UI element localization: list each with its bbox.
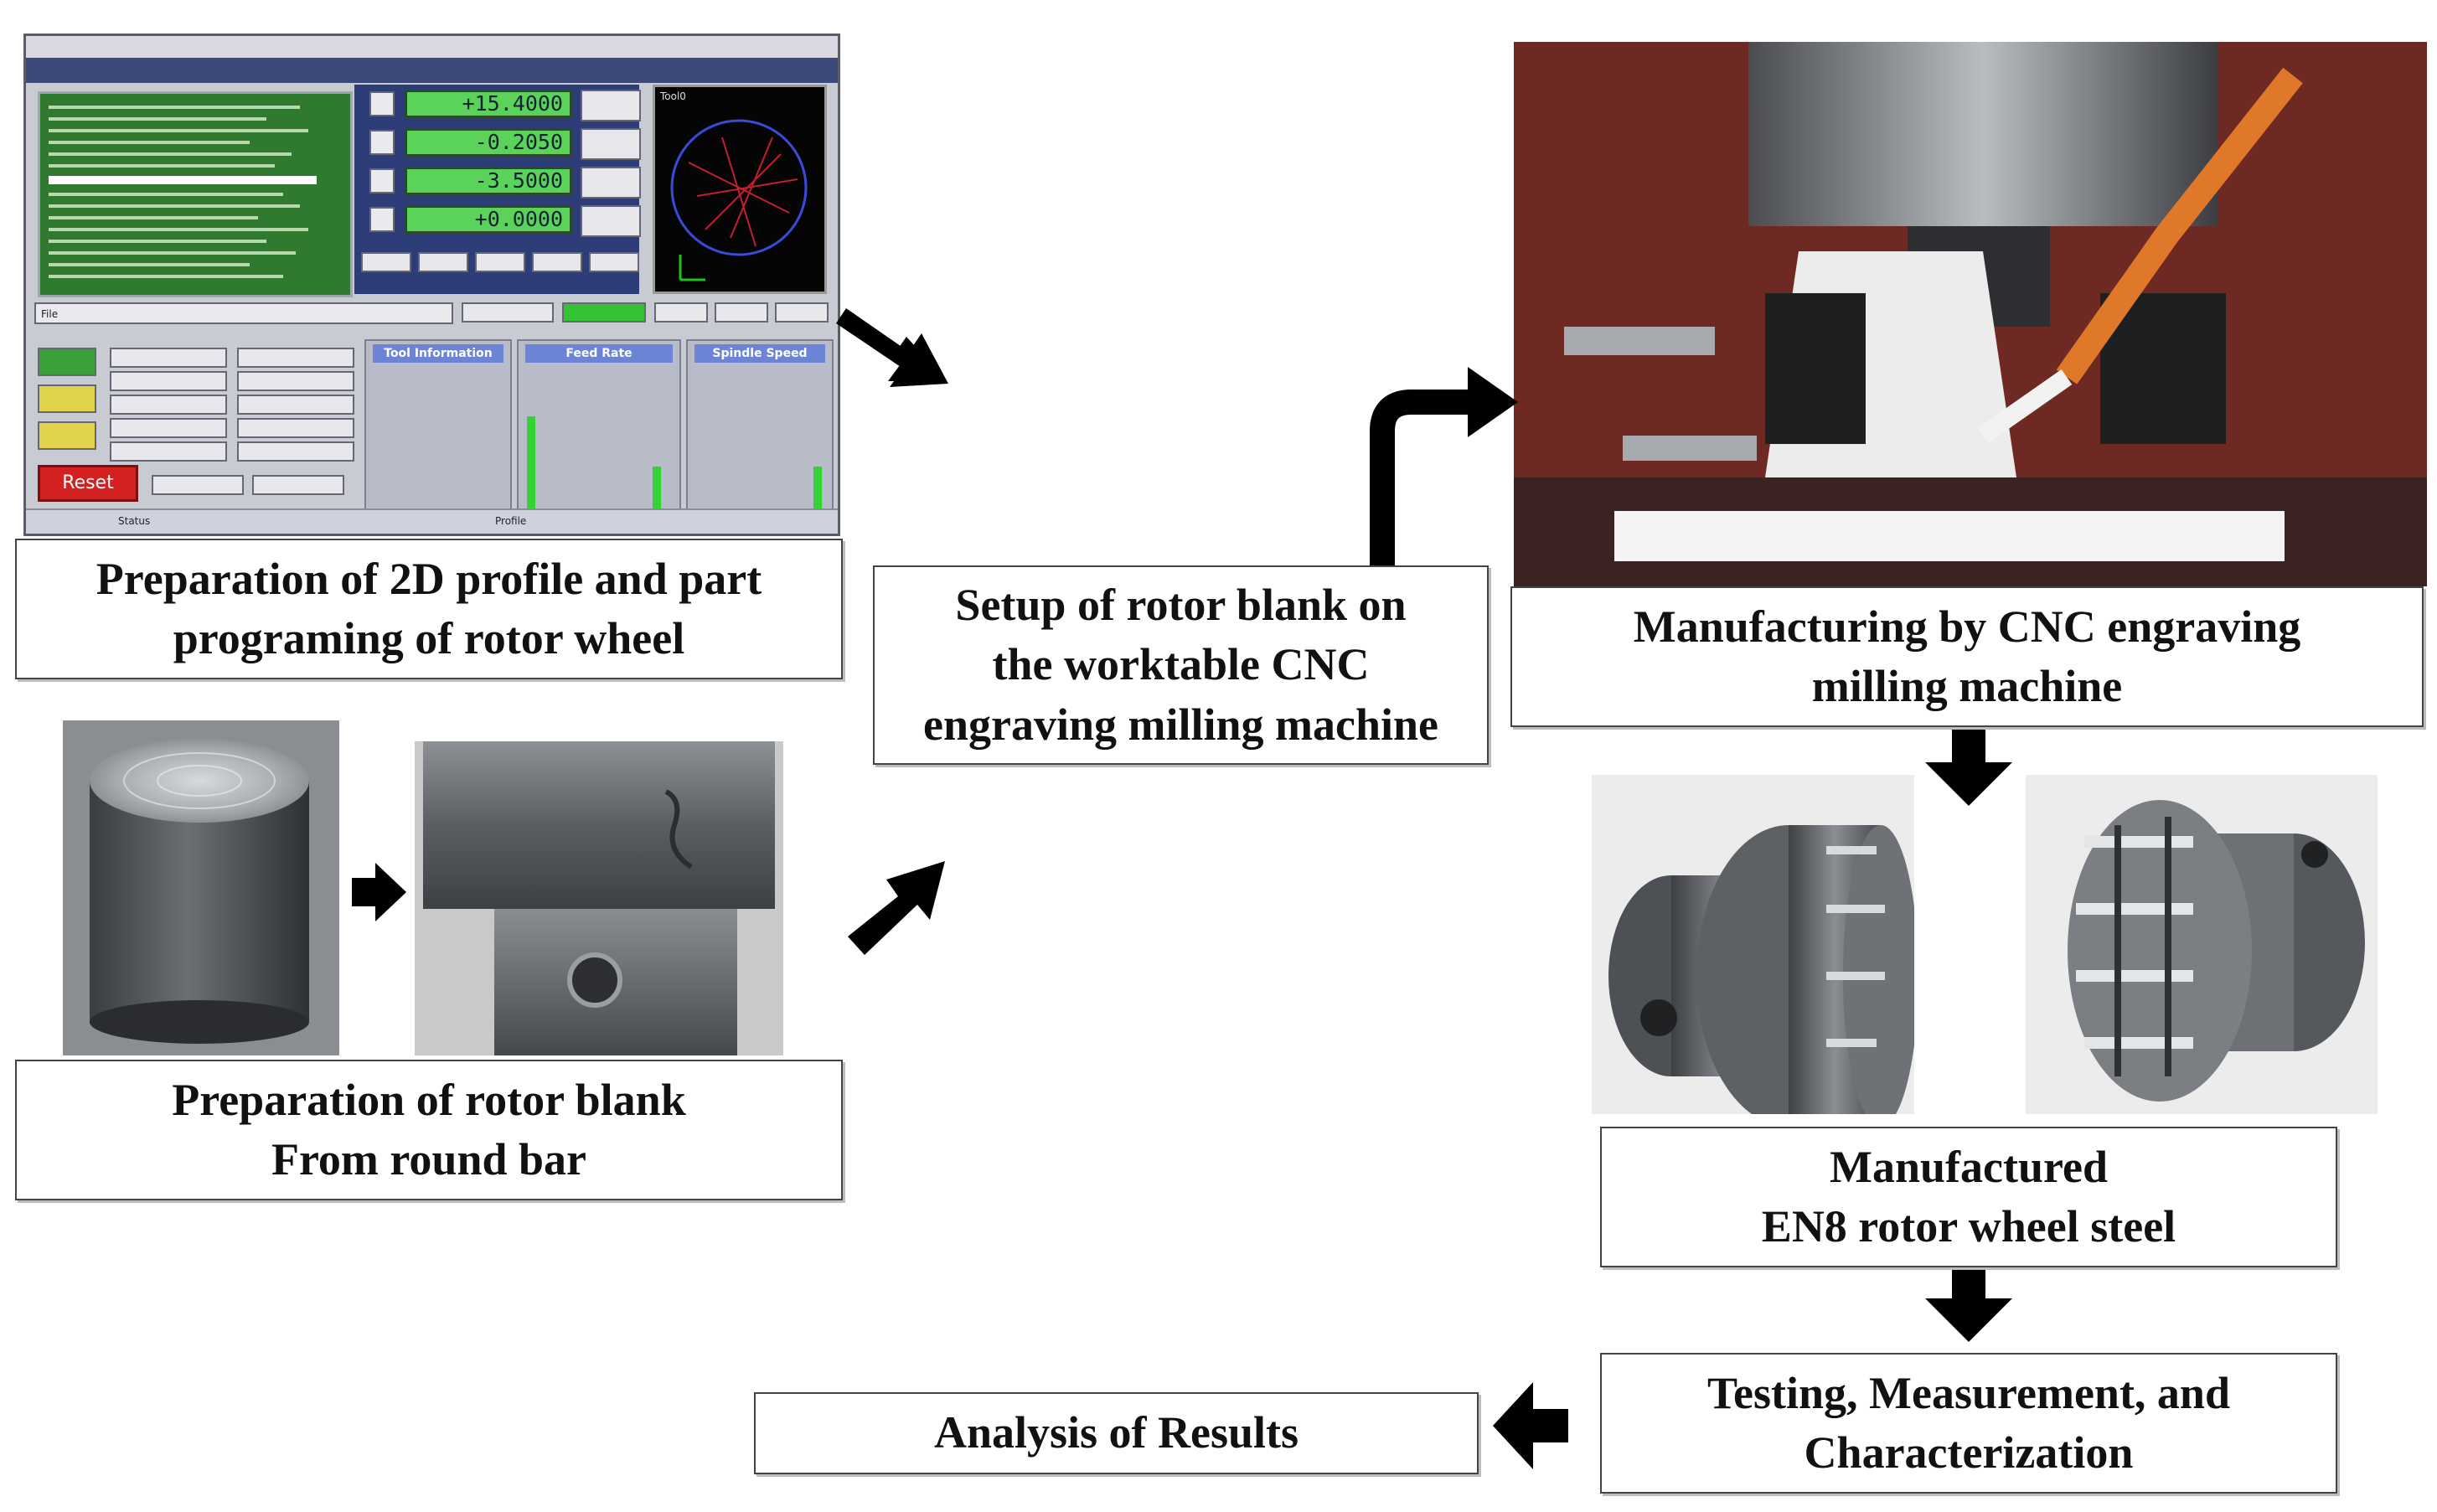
step-testing-box: Testing, Measurement, and Characterizati…	[1600, 1353, 2337, 1494]
rotor-wheel-photo-1	[1592, 775, 1914, 1114]
cnc-button	[237, 418, 354, 438]
step-blank-preparation-box: Preparation of rotor blank From round ba…	[15, 1060, 843, 1200]
dro-x-value: +15.4000	[405, 90, 572, 118]
cnc-machining-photo	[1514, 42, 2427, 586]
step-analysis-line1: Analysis of Results	[933, 1407, 1299, 1458]
cnc-menu-bar	[26, 36, 838, 59]
cnc-button	[532, 252, 582, 272]
arrow-testing-to-analysis	[1493, 1382, 1568, 1469]
stop-button	[38, 421, 96, 450]
cycle-start-button	[38, 348, 96, 376]
cnc-button	[654, 302, 708, 323]
step-profile-programming-box: Preparation of 2D profile and part progr…	[15, 539, 843, 679]
round-bar-photo	[63, 720, 339, 1055]
dro-side-button	[581, 90, 641, 121]
step-setup-line1: Setup of rotor blank on	[955, 580, 1407, 631]
cnc-button	[110, 418, 227, 438]
step-setup-box: Setup of rotor blank on the worktable CN…	[873, 565, 1489, 765]
dro-side-button	[581, 167, 641, 199]
cnc-status-bar: Status Profile	[26, 508, 838, 534]
cnc-button	[110, 348, 227, 368]
cnc-button	[775, 302, 829, 323]
dro-side-button	[581, 205, 641, 237]
feed-rate-bar	[527, 416, 535, 508]
status-label: Status	[118, 515, 151, 527]
turned-blank-photo	[415, 741, 783, 1055]
cnc-toolpath-display: Tool0	[653, 85, 827, 294]
step-manufactured-line1: Manufactured	[1829, 1141, 2108, 1192]
cnc-button	[237, 371, 354, 391]
step-manufacturing-box: Manufacturing by CNC engraving milling m…	[1510, 586, 2424, 727]
tool-information-panel: Tool Information	[364, 339, 512, 524]
arrow-manufacturing-down	[1925, 729, 2012, 806]
dro-z-value: -3.5000	[405, 167, 572, 195]
step-testing-line2: Characterization	[1804, 1427, 2134, 1478]
tool-panel-header: Tool Information	[373, 344, 503, 363]
cnc-button	[462, 302, 554, 323]
feed-override-bar	[653, 467, 661, 508]
step-blank-line1: Preparation of rotor blank	[172, 1074, 686, 1125]
spindle-speed-panel: Spindle Speed	[686, 339, 834, 524]
cnc-button	[418, 252, 468, 272]
cnc-button	[237, 441, 354, 462]
step-testing-line1: Testing, Measurement, and	[1706, 1367, 2231, 1418]
cnc-button	[237, 348, 354, 368]
step-manufacturing-line2: milling machine	[1811, 661, 2123, 711]
cnc-button	[237, 395, 354, 415]
step-profile-line2: programing of rotor wheel	[173, 613, 685, 663]
step-manufactured-line2: EN8 rotor wheel steel	[1761, 1201, 2176, 1251]
dro-z-lock-icon	[369, 168, 395, 194]
cnc-button	[110, 371, 227, 391]
cnc-software-screenshot: +15.4000 -0.2050 -3.5000 +0.0000 Tool0 F…	[23, 34, 840, 536]
arrow-profile-to-setup-head	[836, 308, 948, 387]
cnc-file-path: File	[34, 302, 453, 324]
dro-x-lock-icon	[369, 91, 395, 116]
step-setup-line2: the worktable CNC	[992, 639, 1370, 690]
step-manufacturing-line1: Manufacturing by CNC engraving	[1633, 601, 2301, 652]
step-blank-line2: From round bar	[271, 1134, 587, 1184]
toolpath-graphic	[670, 119, 808, 281]
cnc-button	[475, 252, 525, 272]
cnc-button	[361, 252, 411, 272]
cnc-button	[252, 475, 344, 495]
cnc-tab-bar	[26, 58, 838, 83]
rotor-wheel-photo-2	[2026, 775, 2378, 1114]
cnc-button	[110, 395, 227, 415]
arrow-manufactured-down	[1925, 1269, 2012, 1342]
arrow-blank-to-setup	[848, 861, 945, 955]
feed-hold-button	[38, 384, 96, 413]
arrow-setup-to-manufacturing-head	[1468, 367, 1518, 437]
reset-button: Reset	[38, 465, 138, 502]
cnc-button	[110, 441, 227, 462]
cnc-button	[589, 252, 639, 272]
cnc-button	[152, 475, 244, 495]
cnc-button	[715, 302, 768, 323]
dro-y-value: -0.2050	[405, 128, 572, 157]
dro-a-lock-icon	[369, 207, 395, 232]
arrow-bar-to-blank	[352, 863, 406, 921]
arrow-setup-to-manufacturing	[1370, 390, 1474, 565]
toolpath-label: Tool0	[660, 90, 686, 102]
profile-label: Profile	[495, 515, 527, 527]
dro-a-value: +0.0000	[405, 205, 572, 234]
step-manufactured-box: Manufactured EN8 rotor wheel steel	[1600, 1127, 2337, 1267]
spindle-speed-bar	[813, 467, 822, 508]
cnc-button	[562, 302, 646, 323]
dro-y-lock-icon	[369, 130, 395, 155]
feed-panel-header: Feed Rate	[525, 344, 673, 363]
step-analysis-box: Analysis of Results	[754, 1392, 1479, 1474]
step-profile-line1: Preparation of 2D profile and part	[96, 553, 762, 604]
cnc-gcode-window	[38, 91, 353, 297]
step-setup-line3: engraving milling machine	[922, 699, 1438, 750]
dro-side-button	[581, 128, 641, 160]
spindle-panel-header: Spindle Speed	[694, 344, 825, 363]
feed-rate-panel: Feed Rate	[517, 339, 681, 524]
file-label: File	[41, 308, 59, 320]
